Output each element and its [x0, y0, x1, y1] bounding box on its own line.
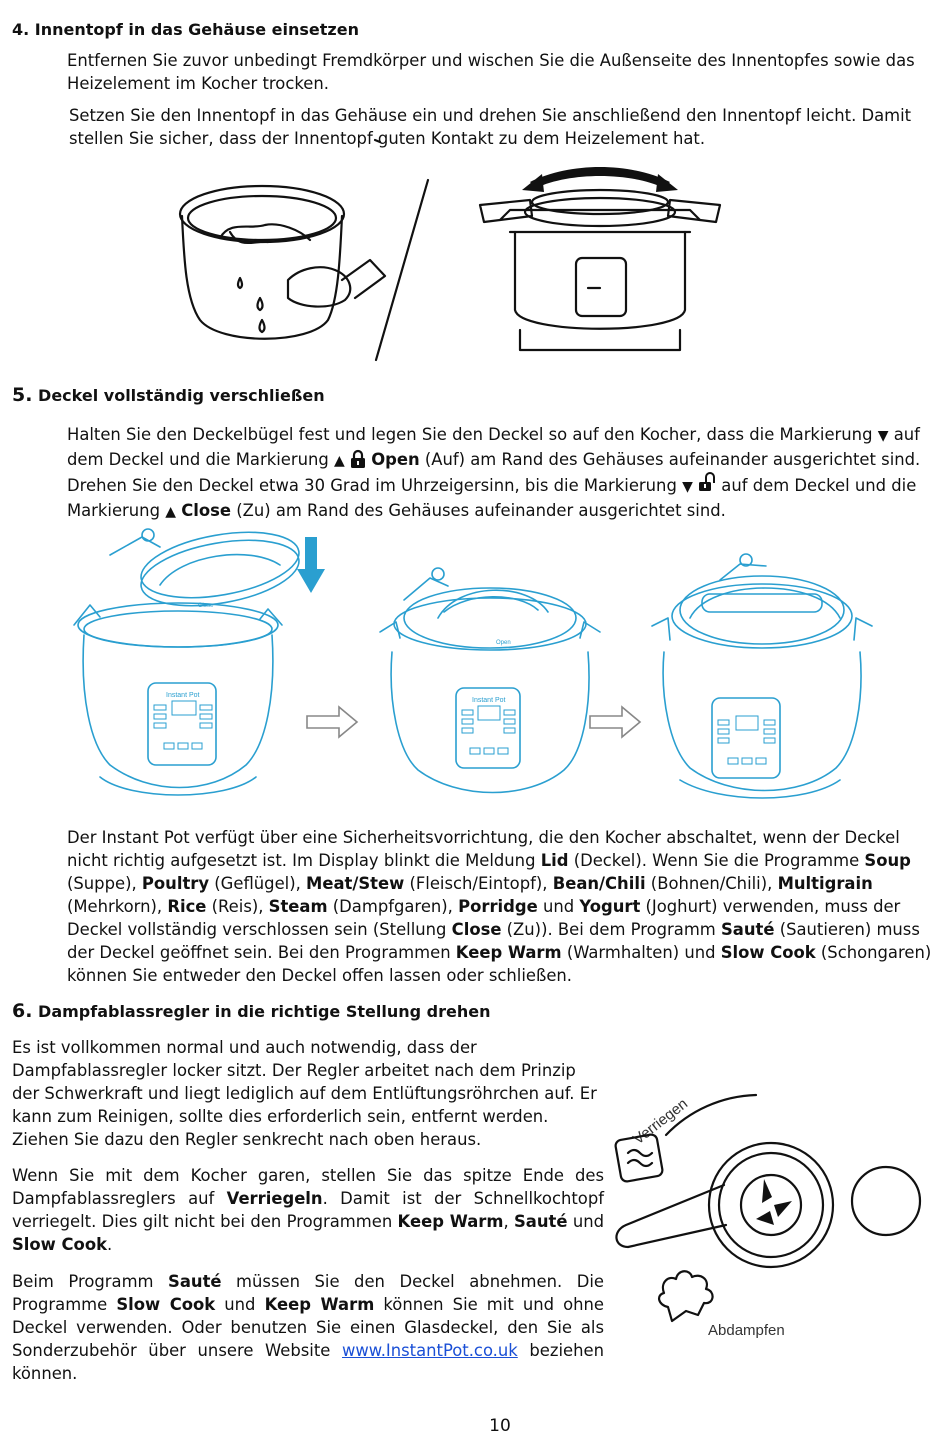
program-saute: Sauté [720, 920, 775, 939]
down-arrow-icon [297, 537, 325, 593]
program-yogurt: Yogurt [579, 897, 641, 916]
section-6-heading: 6. Dampfablassregler in die richtige Ste… [12, 1000, 490, 1022]
program-poultry: Poultry [141, 874, 210, 893]
pot-lid-placing-illustration: Close Instant Pot [73, 528, 300, 796]
section-4-heading: 4. Innentopf in das Gehäuse einsetzen [12, 20, 359, 39]
safety-text: (Geflügel), [209, 874, 307, 893]
pot-insert-illustration [478, 167, 722, 352]
section-5-heading: 5. Deckel vollständig verschließen [12, 384, 325, 406]
website-link[interactable]: www.InstantPot.co.uk [342, 1341, 518, 1360]
inner-pot-wipe-illustration [178, 138, 387, 340]
s5-line2b: (Auf) am Rand des Gehäuses aufeinander a… [424, 450, 921, 469]
safety-text: (Deckel). Wenn Sie die Programme [568, 851, 865, 870]
s6-text: Wenn Sie mit dem Kocher garen, stellen S… [12, 1166, 604, 1208]
s6-slow-cook: Slow Cook [12, 1235, 107, 1254]
s5-close-label: Close [181, 501, 231, 520]
safety-paragraph: Der Instant Pot verfügt über eine Sicher… [67, 826, 937, 987]
s6-keep-warm: Keep Warm [264, 1295, 375, 1314]
safety-text: (Reis), [206, 897, 269, 916]
section-5-title: Deckel vollständig verschließen [38, 386, 325, 405]
s6-verriegeln: Verriegeln [226, 1189, 323, 1208]
label-abdampfen: Abdampfen [708, 1322, 785, 1339]
divider-slash [374, 178, 430, 362]
program-soup: Soup [864, 851, 911, 870]
safety-text: (Schongaren) können Sie entweder den Dec… [67, 943, 932, 985]
s6-text: . Damit ist der Schnellkochtopf verriege… [12, 1189, 604, 1231]
s5-line1b: auf [893, 425, 920, 444]
program-rice: Rice [167, 897, 207, 916]
safety-text: (Warmhalten) und [561, 943, 721, 962]
page-number: 10 [489, 1416, 511, 1436]
s5-line3a: Drehen Sie den Deckel etwa 30 Grad im Uh… [67, 476, 677, 495]
s6-text: können Sie mit und ohne Deckel verwenden… [12, 1295, 605, 1360]
section-6-paragraph-2: Wenn Sie mit dem Kocher garen, stellen S… [12, 1164, 604, 1256]
down-triangle-icon: ▼ [682, 479, 693, 495]
safety-text: (Joghurt) verwenden, muss der Deckel vol… [67, 897, 901, 939]
s6-text: und [567, 1212, 604, 1231]
program-porridge: Porridge [458, 897, 538, 916]
section-4-paragraph-1: Entfernen Sie zuvor unbedingt Fremdkörpe… [67, 51, 915, 93]
up-triangle-icon: ▲ [165, 504, 176, 520]
safety-text: (Zu)). Bei dem Programm [501, 920, 721, 939]
safety-text: (Suppe), [67, 874, 142, 893]
lock-closed-icon [699, 472, 716, 491]
section-4-paragraph-2: Setzen Sie den Innentopf in das Gehäuse … [69, 106, 912, 148]
s6-text: müssen Sie den Deckel abnehmen. Die Prog… [12, 1272, 604, 1314]
pot-lid-closed-illustration [651, 553, 873, 799]
program-meat-stew: Meat/Stew [306, 874, 405, 893]
right-arrow-icon [306, 705, 359, 739]
lid-close-mark: Close [198, 603, 214, 609]
safety-text: Der Instant Pot verfügt über eine Sicher… [67, 828, 900, 870]
program-slow-cook: Slow Cook [720, 943, 816, 962]
safety-text: (Bohnen/Chili), [645, 874, 778, 893]
down-triangle-icon: ▼ [877, 428, 889, 444]
section-5-number: 5. [12, 384, 33, 406]
s6-saute: Sauté [168, 1272, 222, 1291]
section-6-number: 6. [12, 1000, 33, 1022]
right-arrow-icon [589, 705, 642, 739]
up-triangle-icon: ▲ [333, 453, 345, 469]
s6-text: , [503, 1212, 514, 1231]
section-6-paragraph-1: Es ist vollkommen normal und auch notwen… [12, 1038, 597, 1149]
program-keep-warm: Keep Warm [455, 943, 562, 962]
safety-text: (Dampfgaren), [327, 897, 459, 916]
s6-text: und [215, 1295, 265, 1314]
lock-open-icon [350, 449, 365, 468]
section-6-title: Dampfablassregler in die richtige Stellu… [38, 1002, 491, 1021]
s6-text: Beim Programm [12, 1272, 169, 1291]
pot-lid-on-illustration: Open Instant Pot [379, 567, 601, 794]
safety-text: (Sautieren) muss der Deckel geöffnet sei… [67, 920, 920, 962]
s6-text: beziehen können. [12, 1341, 604, 1383]
program-bean-chili: Bean/Chili [552, 874, 646, 893]
s6-saute: Sauté [514, 1212, 568, 1231]
steam-release-valve-illustration: Verriegen Abdampfen [614, 1093, 922, 1339]
s5-line4b: (Zu) am Rand des Gehäuses aufeinander au… [236, 501, 726, 520]
lid-open-mark: Open [496, 640, 511, 646]
safety-text: (Fleisch/Eintopf), [404, 874, 553, 893]
s5-line2a: dem Deckel und die Markierung [67, 450, 329, 469]
pot-brand-logo: Instant Pot [472, 697, 506, 704]
program-multigrain: Multigrain [777, 874, 873, 893]
section-6-paragraph-3: Beim Programm Sauté müssen Sie den Decke… [12, 1270, 604, 1385]
program-steam: Steam [268, 897, 328, 916]
s6-slow-cook: Slow Cook [116, 1295, 216, 1314]
s5-line1a: Halten Sie den Deckelbügel fest und lege… [67, 425, 873, 444]
safety-text: und [537, 897, 580, 916]
s5-line4a: Markierung [67, 501, 160, 520]
safety-lid: Lid [540, 851, 569, 870]
section-5-paragraph: Halten Sie den Deckelbügel fest und lege… [67, 423, 937, 524]
s6-keep-warm: Keep Warm [397, 1212, 504, 1231]
pot-brand-logo: Instant Pot [166, 692, 200, 699]
s5-open-label: Open [371, 450, 420, 469]
safety-close: Close [451, 920, 502, 939]
s5-line3b: auf dem Deckel und die [721, 476, 917, 495]
safety-text: (Mehrkorn), [67, 897, 168, 916]
s6-text: . [106, 1235, 113, 1254]
